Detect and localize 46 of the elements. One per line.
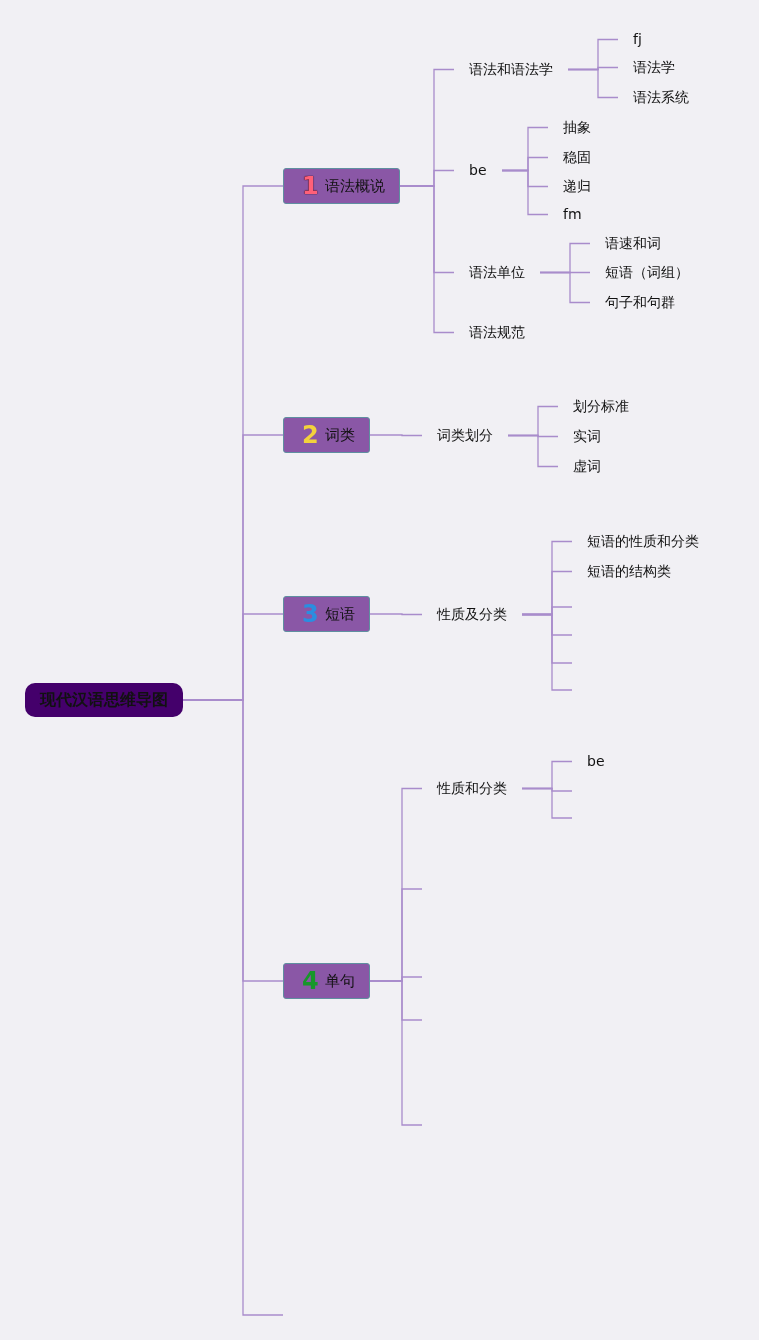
connector-line [521,787,573,819]
topic-label: be [572,752,620,770]
topic-box [283,963,370,999]
topic-title: 语法概说 [324,176,385,196]
topic-label: 语法学 [618,58,690,76]
topic-label: fj [618,30,657,48]
section-number: 3 [302,602,319,626]
topic-label: 语速和词 [590,234,676,252]
topic-label: 虚词 [558,457,616,475]
topic-title: 词类 [324,425,355,445]
topic-label: 短语的结构类 [572,562,686,580]
topic-box [283,417,370,453]
connector-line [369,434,423,437]
topic-label: 性质和分类 [422,779,522,797]
connector-line [399,185,455,334]
connector-line [521,613,573,691]
topic-title: 单句 [324,971,355,991]
topic-box [283,168,400,204]
section-number: 2 [302,423,319,447]
topic-label: 递归 [548,177,606,195]
section-number: 4 [302,969,319,993]
topic-label: 语法系统 [618,88,704,106]
topic-title: 短语 [324,604,355,624]
topic-label: fm [548,205,597,223]
topic-label: 语法单位 [454,263,540,281]
topic-box [283,596,370,632]
root-topic-box: 现代汉语思维导图 [25,683,183,717]
topic-label: 语法规范 [454,323,540,341]
topic-label: 短语（词组） [590,263,704,281]
connector-line [539,271,591,304]
topic-label: 抽象 [548,118,606,136]
connector-line [369,980,423,1126]
section-number: 1 [302,174,319,198]
connector-line [501,169,549,216]
topic-label: 短语的性质和分类 [572,532,714,550]
topic-label: 实词 [558,427,616,445]
topic-label: 划分标准 [558,397,644,415]
topic-label: 性质及分类 [422,605,522,623]
connector-line [567,68,619,99]
connector-line [507,434,559,468]
topic-label: 词类划分 [422,426,508,444]
connector-line [369,613,423,616]
topic-label: 语法和语法学 [454,60,568,78]
topic-label: be [454,161,502,179]
topic-label: 稳固 [548,148,606,166]
topic-label: 句子和句群 [590,293,690,311]
